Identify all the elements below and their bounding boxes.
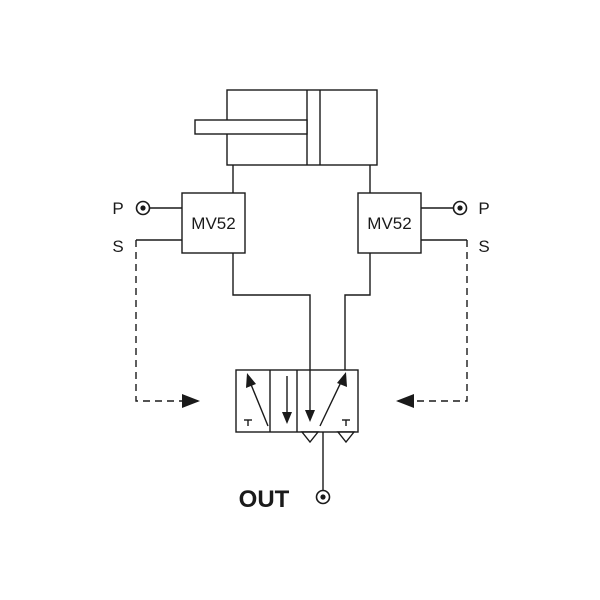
directional-control-valve bbox=[235, 369, 359, 444]
right-diagonal-arrowhead bbox=[337, 372, 347, 387]
middle-down-arrowhead bbox=[282, 412, 292, 424]
out-port: OUT bbox=[239, 432, 331, 513]
right-diagonal-flow-line bbox=[319, 379, 343, 427]
line-left-valve-to-directional bbox=[232, 253, 311, 370]
left-diagonal-arrowhead bbox=[246, 373, 256, 388]
out-port-dot bbox=[320, 494, 326, 500]
right-p-label: P bbox=[478, 199, 489, 218]
right-exhaust-triangle bbox=[336, 431, 356, 444]
right-p-port-dot bbox=[457, 205, 463, 211]
pneumatic-cylinder bbox=[194, 89, 378, 166]
left-diagonal-flow-line bbox=[249, 381, 269, 427]
right-down-arrowhead bbox=[305, 410, 315, 422]
out-label: OUT bbox=[239, 486, 290, 513]
left-valve-label: MV52 bbox=[191, 214, 235, 233]
right-s-arrowhead bbox=[396, 394, 414, 408]
right-valve-label: MV52 bbox=[367, 214, 411, 233]
right-p-port: P bbox=[421, 199, 490, 218]
right-valve-box bbox=[357, 192, 422, 254]
left-s-label: S bbox=[112, 237, 123, 256]
right-s-label: S bbox=[478, 237, 489, 256]
left-exhaust-triangle bbox=[300, 431, 320, 444]
left-s-arrowhead bbox=[182, 394, 200, 408]
right-s-signal-line bbox=[398, 240, 468, 402]
left-p-port: P bbox=[112, 199, 182, 218]
right-mv52-valve: MV52 bbox=[357, 192, 422, 254]
cylinder-rod bbox=[194, 119, 308, 135]
left-p-label: P bbox=[112, 199, 123, 218]
left-p-port-dot bbox=[140, 205, 146, 211]
left-s-signal-line bbox=[135, 240, 198, 402]
left-mv52-valve: MV52 bbox=[181, 192, 246, 254]
left-valve-box bbox=[181, 192, 246, 254]
line-right-valve-to-directional bbox=[344, 253, 371, 370]
